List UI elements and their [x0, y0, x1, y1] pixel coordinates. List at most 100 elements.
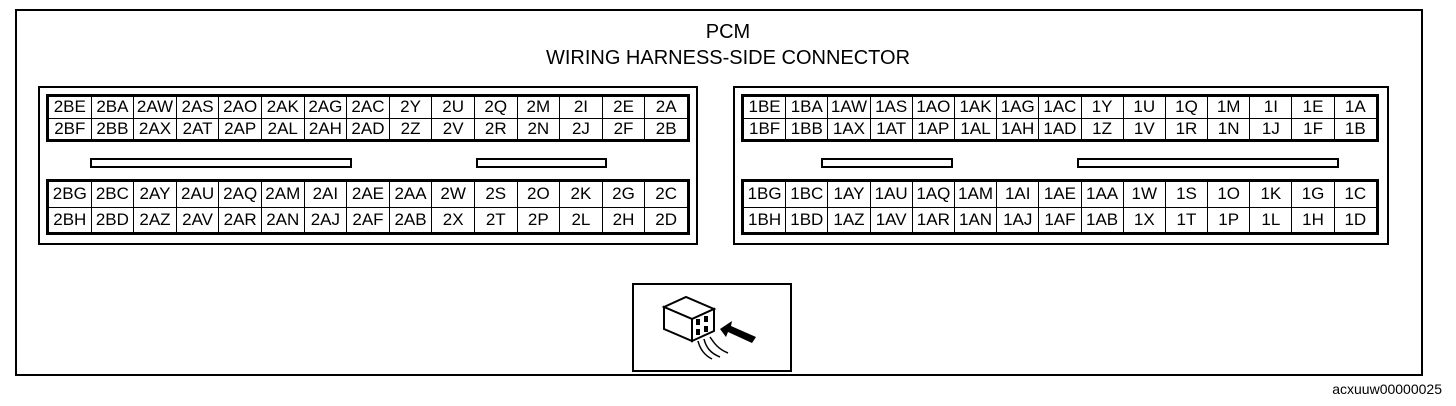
pin-cell: 1AP — [911, 117, 955, 140]
pin-cell: 1R — [1164, 117, 1209, 140]
pin-cell: 1AX — [827, 117, 871, 140]
connector-1-key-slot-right — [1077, 158, 1339, 168]
figure-reference-code: acxuuw00000025 — [1332, 381, 1442, 397]
pin-cell: 1AT — [869, 117, 913, 140]
pin-cell: 2AY — [133, 181, 177, 208]
pin-cell: 2AC — [346, 96, 390, 119]
pin-cell: 1AM — [953, 181, 998, 208]
pin-cell: 2AM — [260, 181, 305, 208]
pin-cell: 2K — [559, 181, 603, 208]
pin-cell: 1X — [1122, 206, 1166, 233]
pin-cell: 2R — [473, 117, 518, 140]
pin-cell: 1BG — [742, 181, 787, 208]
pin-cell: 2AT — [175, 117, 220, 140]
pin-cell: 2AQ — [218, 181, 262, 208]
diagram-title: PCM — [705, 21, 751, 43]
pin-cell: 2AB — [388, 206, 433, 233]
pin-cell: 1J — [1249, 117, 1293, 140]
pin-cell: 1K — [1249, 181, 1293, 208]
pin-cell: 1AW — [827, 96, 871, 119]
diagram-frame — [15, 9, 1423, 376]
pin-cell: 2AK — [260, 96, 305, 119]
connector-2-key-slot-right — [476, 158, 607, 168]
pin-cell: 2L — [559, 206, 603, 233]
pin-cell: 1AA — [1080, 181, 1124, 208]
pin-cell: 1BF — [742, 117, 787, 140]
pin-cell: 2M — [516, 96, 561, 119]
pin-cell: 1A — [1333, 96, 1378, 119]
pin-cell: 2AS — [175, 96, 220, 119]
pin-cell: 1N — [1207, 117, 1251, 140]
pin-cell: 2B — [644, 117, 688, 140]
pin-cell: 2AP — [218, 117, 262, 140]
pin-cell: 1B — [1333, 117, 1378, 140]
pin-cell: 2AH — [303, 117, 348, 140]
pin-cell: 1P — [1207, 206, 1251, 233]
pin-cell: 1AI — [996, 181, 1040, 208]
pin-cell: 1AR — [911, 206, 955, 233]
pin-cell: 1BH — [742, 206, 787, 233]
pin-cell: 2I — [559, 96, 603, 119]
pin-cell: 1AY — [827, 181, 871, 208]
pin-cell: 1AQ — [911, 181, 955, 208]
pin-cell: 1S — [1164, 181, 1209, 208]
pin-cell: 2E — [601, 96, 646, 119]
pin-cell: 1F — [1291, 117, 1335, 140]
pin-cell: 1AS — [869, 96, 913, 119]
connector-view-box — [632, 283, 792, 372]
pin-cell: 1AK — [953, 96, 998, 119]
pin-cell: 2BA — [90, 96, 135, 119]
pin-cell: 2AA — [388, 181, 433, 208]
pin-cell: 1W — [1122, 181, 1166, 208]
pin-cell: 1O — [1207, 181, 1251, 208]
pin-cell: 2AF — [346, 206, 390, 233]
pin-cell: 2O — [516, 181, 561, 208]
pin-cell: 1AV — [869, 206, 913, 233]
pin-cell: 2AV — [175, 206, 220, 233]
pin-cell: 2AL — [260, 117, 305, 140]
pin-cell: 2D — [644, 206, 688, 233]
pin-cell: 2C — [644, 181, 688, 208]
pin-cell: 1AE — [1038, 181, 1082, 208]
pin-cell: 2AI — [303, 181, 348, 208]
connector-1-key-slot-left — [821, 158, 953, 168]
pin-cell: 1U — [1122, 96, 1166, 119]
pin-cell: 2AX — [133, 117, 177, 140]
pin-cell: 2J — [559, 117, 603, 140]
pin-cell: 1AL — [953, 117, 998, 140]
pin-cell: 2BC — [90, 181, 135, 208]
pin-cell: 2BE — [48, 96, 92, 119]
pin-cell: 2BG — [48, 181, 92, 208]
pin-cell: 1E — [1291, 96, 1335, 119]
pin-cell: 2AO — [218, 96, 262, 119]
pin-cell: 1AU — [869, 181, 913, 208]
pin-cell: 1AJ — [996, 206, 1040, 233]
pin-cell: 2BB — [90, 117, 135, 140]
pin-cell: 2A — [644, 96, 688, 119]
pin-cell: 2Y — [388, 96, 433, 119]
pin-cell: 1D — [1333, 206, 1378, 233]
connector-2-key-slot-left — [90, 158, 352, 168]
pin-cell: 2V — [431, 117, 475, 140]
pin-cell: 1BB — [785, 117, 829, 140]
pin-cell: 1Q — [1164, 96, 1209, 119]
pin-cell: 2N — [516, 117, 561, 140]
pin-cell: 1Y — [1080, 96, 1124, 119]
pin-cell: 2AG — [303, 96, 348, 119]
pin-cell: 2BF — [48, 117, 92, 140]
pin-cell: 1Z — [1080, 117, 1124, 140]
pin-cell: 1BC — [785, 181, 829, 208]
